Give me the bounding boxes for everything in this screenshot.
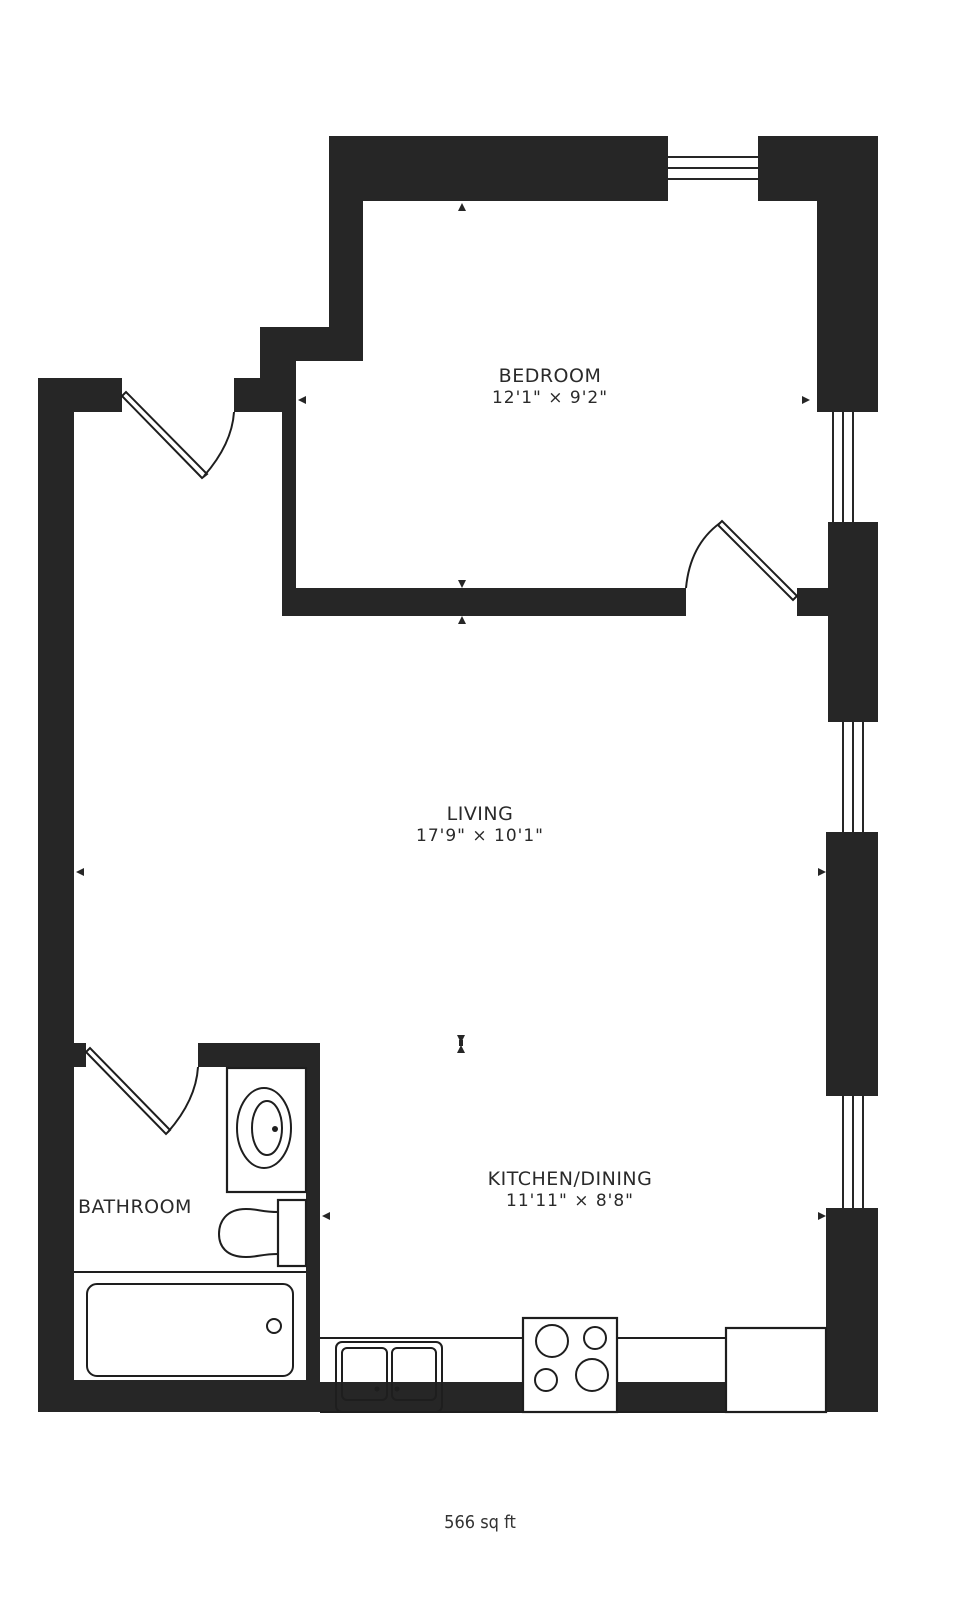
total-area: 566 sq ft [444,1512,516,1533]
room-label-bedroom: BEDROOM 12'1" × 9'2" [440,365,660,409]
room-name: BATHROOM [78,1196,192,1218]
bedroom-window-top [668,156,758,180]
bedroom-door[interactable] [685,519,799,602]
toilet-icon [217,1198,308,1268]
room-label-living: LIVING 17'9" × 10'1" [370,803,590,847]
refrigerator-icon [724,1326,828,1414]
room-name: BEDROOM [498,365,602,387]
room-label-kitchen-dining: KITCHEN/DINING 11'11" × 8'8" [440,1168,700,1212]
sink-icon [225,1066,308,1194]
kitchen-sink-icon [335,1341,443,1413]
room-dimensions: 12'1" × 9'2" [491,388,609,408]
kitchen-window-right [842,1096,864,1208]
stove-icon [521,1316,619,1414]
bathroom-door[interactable] [84,1046,199,1136]
bedroom-window-right [832,412,854,522]
entry-door[interactable] [120,390,235,480]
walls [38,136,878,1412]
dimension-markers [76,203,826,1412]
room-name: KITCHEN/DINING [487,1168,653,1190]
room-dimensions: 17'9" × 10'1" [416,826,544,846]
bathtub-icon [86,1283,294,1377]
room-label-bathroom: BATHROOM [78,1196,228,1218]
room-dimensions: 11'11" × 8'8" [506,1191,634,1211]
living-window-right [842,722,864,832]
room-name: LIVING [446,803,514,825]
